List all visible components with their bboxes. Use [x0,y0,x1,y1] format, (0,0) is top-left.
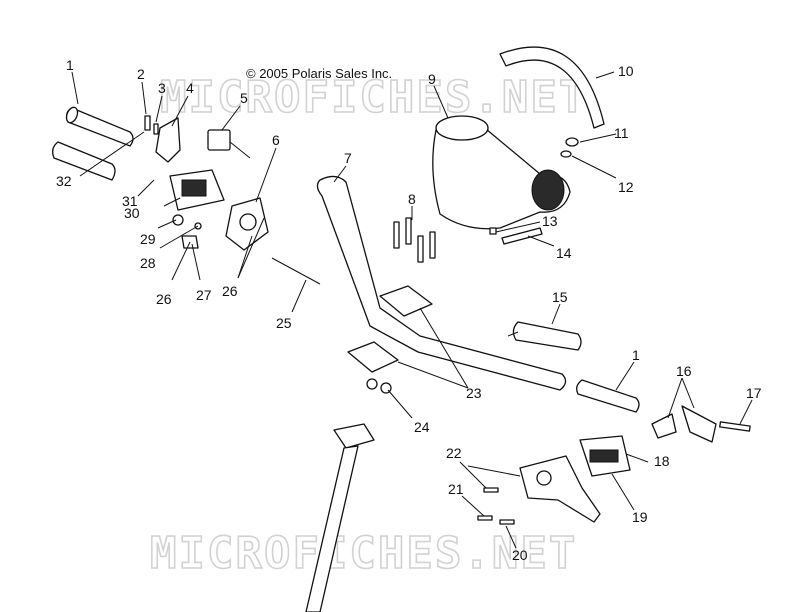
callout-2: 2 [137,66,145,82]
callout-24: 24 [414,419,430,435]
callout-1b: 1 [632,347,640,363]
callout-12: 12 [618,179,634,195]
callout-19: 19 [632,509,648,525]
callout-29: 29 [140,231,156,247]
callout-27: 27 [196,287,212,303]
callout-28: 28 [140,255,156,271]
callout-1a: 1 [66,57,74,73]
bracket-4 [155,117,181,163]
callout-26b: 26 [222,283,238,299]
callout-20: 20 [512,547,528,563]
callout-25: 25 [276,315,292,331]
bolt-22 [483,487,499,493]
screw-3 [153,123,159,135]
copyright-text: © 2005 Polaris Sales Inc. [246,66,392,81]
handlebar-cover-9 [432,115,571,230]
callout-9: 9 [428,71,436,87]
grip-right [576,379,640,413]
screw-2 [144,115,151,131]
strap-14 [501,227,543,245]
callout-6: 6 [272,132,280,148]
callout-15: 15 [552,289,568,305]
callout-26a: 26 [156,291,172,307]
switch-5 [207,129,251,159]
pin-20 [499,519,515,525]
screw-11 [565,137,579,147]
callout-22: 22 [446,445,462,461]
nuts-24 [366,378,392,394]
end-caps-16 [651,405,717,443]
screw-13 [489,227,497,235]
grip-15 [507,321,582,351]
cable-25 [271,257,321,285]
hand-guard-10 [499,46,605,129]
nut-29 [172,214,184,226]
bolt-17 [719,421,751,432]
callout-13: 13 [542,213,558,229]
washer-12 [560,150,572,158]
callout-10: 10 [618,63,634,79]
callout-14: 14 [556,245,572,261]
callout-7: 7 [344,150,352,166]
grip-left [65,106,134,147]
throttle-housing-6 [225,197,269,251]
clamp-lower-23 [347,341,399,373]
master-cylinder-19 [579,435,631,477]
callout-17: 17 [746,385,762,401]
steering-column [305,423,375,612]
bolts-8 [393,217,436,263]
callout-11: 11 [614,125,629,141]
brake-lever-assembly [519,455,601,523]
switch-housing-30 [169,169,225,211]
callout-3: 3 [158,80,166,96]
callout-23: 23 [466,385,482,401]
watermark-top: MICROFICHES.NET [160,72,587,123]
callout-16: 16 [676,363,692,379]
callout-21: 21 [448,481,464,497]
callout-30: 30 [124,205,140,221]
callout-32: 32 [56,173,72,189]
callout-18: 18 [654,453,670,469]
callout-4: 4 [186,80,194,96]
bolt-21 [477,515,493,521]
clamp-upper-23 [379,285,433,317]
callout-31: 31 [122,193,138,209]
callout-5: 5 [240,90,248,106]
leader-lines [71,71,753,549]
watermark-bottom: MICROFICHES.NET [150,528,577,579]
grip-left-lower [52,141,116,181]
callout-8: 8 [408,191,416,207]
